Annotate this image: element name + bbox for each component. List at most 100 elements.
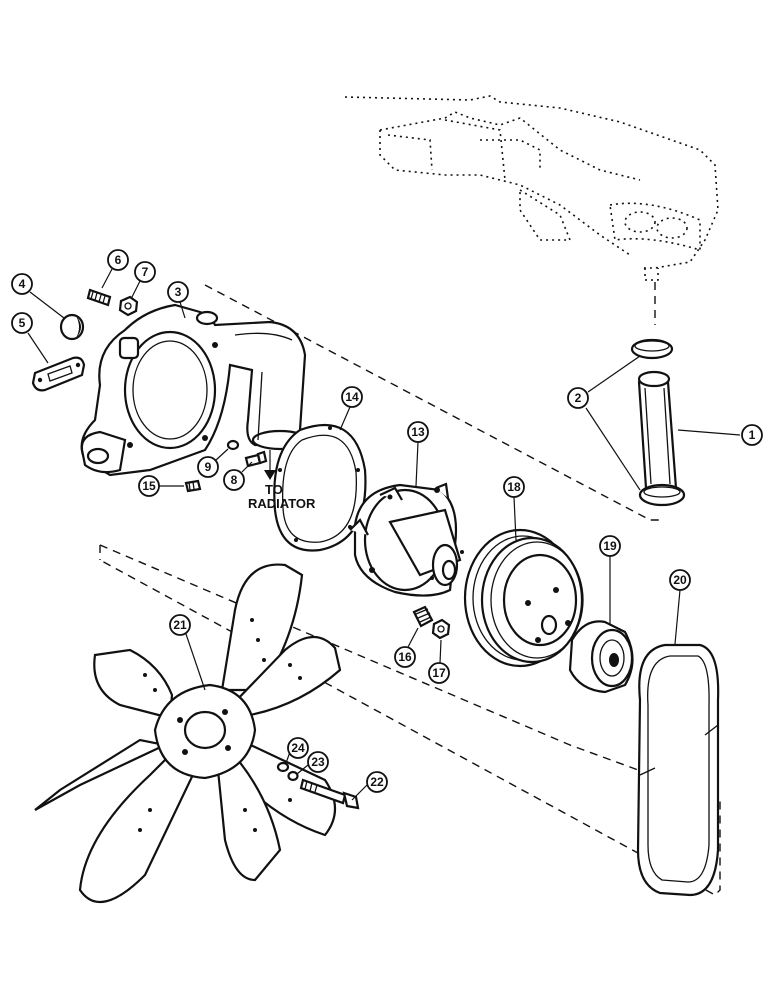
callout-21-number: 21 [173,618,187,632]
callout-4: 4 [11,273,65,319]
callout-17-leader [439,639,442,664]
callout-5: 5 [11,312,49,364]
to-radiator-label-line1: TO [265,482,283,497]
bolt-8 [244,450,268,468]
callout-5-leader [27,332,49,364]
callout-6: 6 [101,249,129,289]
nut-17 [431,618,451,640]
callout-7-number: 7 [142,265,149,279]
callout-13-circle [407,421,429,443]
to-radiator-label-line2: RADIATOR [248,496,316,511]
callout-8: 8 [223,461,253,491]
callout-22: 22 [351,771,388,801]
dashed-frame-lower [99,544,721,896]
callout-9: 9 [197,448,229,478]
callout-14-circle [341,386,363,408]
callout-16-leader [407,627,419,648]
lockwasher-23 [287,770,299,782]
dashed-frame-upper [204,284,660,521]
washer-24 [276,761,290,773]
hose-clamp-lower [638,483,686,507]
to-radiator-arrow [264,450,276,480]
callout-20: 20 [669,569,691,645]
callout-23: 23 [296,751,329,775]
callout-15-circle [138,475,160,497]
callout-1-number: 1 [749,428,756,442]
callout-8-number: 8 [231,473,238,487]
hose-part [637,370,678,494]
callout-2-leader [585,407,641,491]
callout-2-circle [567,387,589,409]
callout-13-number: 13 [411,425,425,439]
water-outlet-housing [80,303,309,477]
nut-7 [118,295,139,317]
callout-21-circle [169,614,191,636]
callout-22-number: 22 [370,775,384,789]
callout-5-circle [11,312,33,334]
callout-20-circle [669,569,691,591]
callout-8-leader [241,461,253,473]
callout-4-number: 4 [19,277,26,291]
callout-13: 13 [407,421,429,487]
callout-6-circle [107,249,129,271]
callout-7-circle [134,261,156,283]
callout-14-number: 14 [345,390,359,404]
water-pump [349,482,464,597]
callout-18-circle [503,476,525,498]
callout-1-circle [741,424,763,446]
callout-23-leader [296,764,309,775]
callout-13-leader [415,441,419,487]
fan-spacer [568,620,634,694]
callout-20-leader [674,589,681,645]
callout-19: 19 [599,535,621,625]
callout-1: 1 [677,424,763,446]
callout-15: 15 [138,475,184,497]
callout-19-circle [599,535,621,557]
callout-3-circle [167,281,189,303]
spring-16 [412,605,434,628]
callout-4-leader [29,291,65,319]
callout-17-circle [428,662,450,684]
callout-17: 17 [428,639,450,684]
callout-24-number: 24 [291,741,305,755]
bolt-15 [184,479,202,493]
callout-22-circle [366,771,388,793]
callout-16-number: 16 [398,650,412,664]
callout-5-number: 5 [19,316,26,330]
callout-22-leader [351,784,368,801]
callout-14-leader [339,406,351,431]
callout-9-leader [215,448,229,461]
callout-16-circle [394,646,416,668]
callout-15-number: 15 [142,479,156,493]
callout-14: 14 [339,386,363,431]
callout-7-leader [130,280,141,300]
callout-23-number: 23 [311,755,325,769]
callout-16: 16 [394,627,419,668]
callout-6-leader [101,268,113,289]
callout-17-number: 17 [432,666,446,680]
callout-2-number: 2 [575,391,582,405]
callout-2-leader [587,355,641,393]
callout-9-number: 9 [205,460,212,474]
callout-3-leader [179,301,186,319]
drive-belt [636,643,720,897]
callout-9-circle [197,456,219,478]
callout-21: 21 [169,614,206,691]
pulley [463,528,584,668]
stud-6 [86,288,112,307]
callout-18-leader [513,496,517,541]
callout-21-leader [185,633,206,691]
callout-7: 7 [130,261,156,300]
callout-24: 24 [285,737,309,764]
callout-19-number: 19 [603,539,617,553]
callout-24-circle [287,737,309,759]
callout-6-number: 6 [115,253,122,267]
cooling-fan [34,563,342,904]
callout-4-circle [11,273,33,295]
callout-3-number: 3 [175,285,182,299]
callout-18-number: 18 [507,480,521,494]
callout-2: 2 [567,355,641,491]
callout-8-circle [223,469,245,491]
